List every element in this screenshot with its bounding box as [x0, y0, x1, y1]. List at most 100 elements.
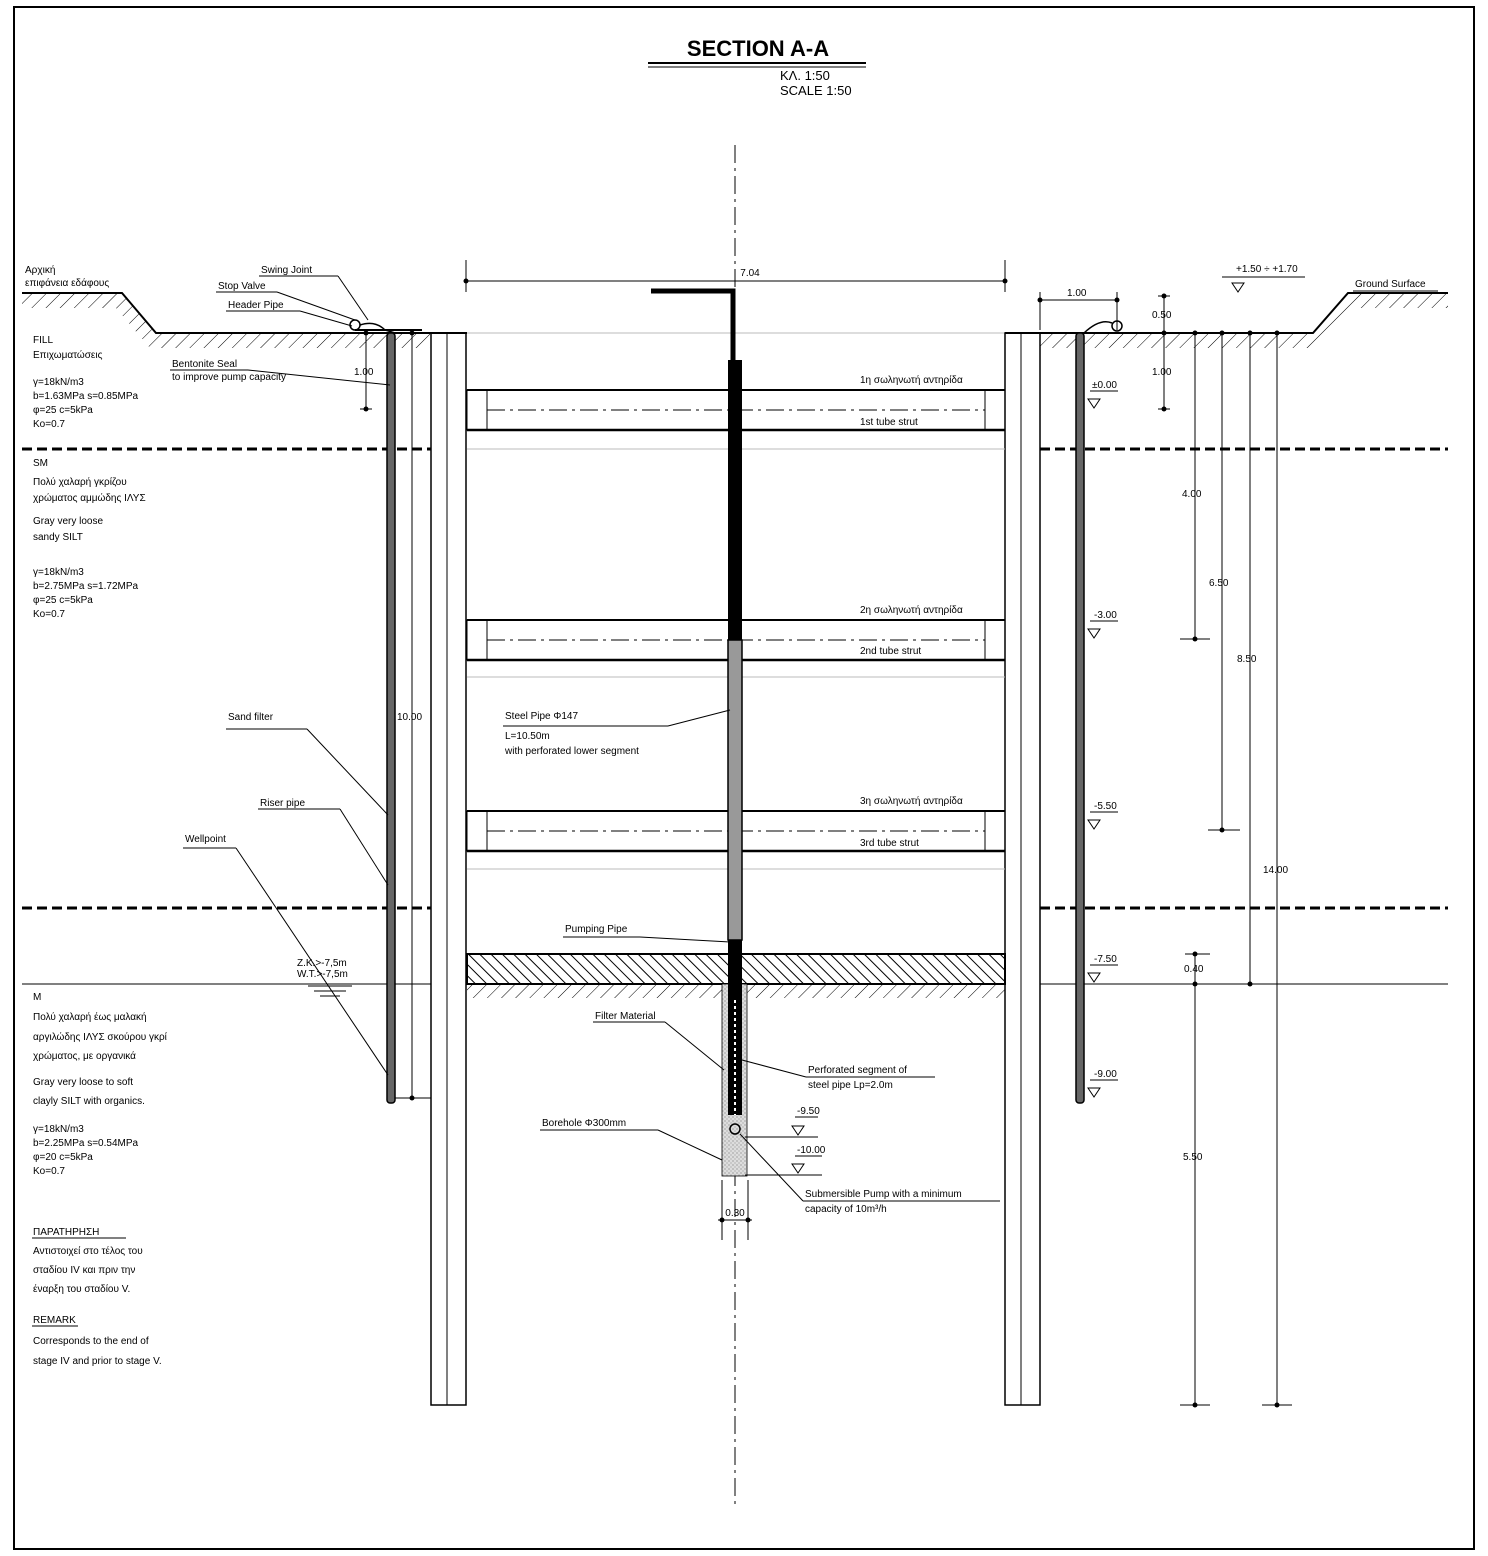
layer-fill-description: FILL Επιχωματώσεις γ=18kN/m3 b=1.63MPa s…	[33, 335, 139, 430]
remarks-block: ΠΑΡΑΤΗΡΗΣΗ Αντιστοιχεί στο τέλος του στα…	[32, 1227, 162, 1367]
svg-text:b=1.63MPa s=0.85MPa: b=1.63MPa s=0.85MPa	[33, 391, 139, 402]
left-wall	[430, 332, 467, 1406]
dim-5-50	[1180, 984, 1210, 1408]
original-ground-label-2: επιφάνεια εδάφους	[25, 277, 109, 289]
level-marker-icon	[791, 1163, 805, 1174]
level-marker-icon	[1087, 398, 1101, 409]
svg-text:φ=25 c=5kPa: φ=25 c=5kPa	[33, 595, 93, 606]
svg-text:Corresponds to the end of: Corresponds to the end of	[33, 1336, 149, 1347]
level-0-00: ±0.00	[1092, 380, 1117, 391]
level-minus-3-00: -3.00	[1094, 610, 1117, 621]
level-marker-icon	[1231, 282, 1245, 293]
svg-text:14.00: 14.00	[1263, 865, 1288, 876]
svg-text:5.50: 5.50	[1183, 1152, 1203, 1163]
header-pipe-label: Header Pipe	[228, 300, 284, 311]
excavation-width-dim: 7.04	[740, 268, 760, 279]
pipe-length-label: L=10.50m	[505, 731, 550, 742]
svg-text:0.50: 0.50	[1152, 310, 1172, 321]
swing-joint-label: Swing Joint	[261, 265, 312, 276]
ground-left	[22, 292, 467, 348]
svg-text:σταδίου IV και πριν την: σταδίου IV και πριν την	[33, 1264, 135, 1276]
bentonite-seal-label: Bentonite Seal	[172, 359, 237, 370]
level-minus-9-50: -9.50	[797, 1106, 820, 1117]
pipe-perforated-note: with perforated lower segment	[504, 746, 639, 757]
wellpoint-depth-dim: 10.00	[397, 712, 422, 723]
ground-elevation-label: +1.50 ÷ +1.70	[1236, 264, 1298, 275]
pumping-pipe-label: Pumping Pipe	[565, 924, 628, 935]
svg-text:sandy SILT: sandy SILT	[33, 532, 83, 543]
sheet-border	[13, 6, 1475, 1550]
svg-text:Πολύ χαλαρή έως μαλακή: Πολύ χαλαρή έως μαλακή	[33, 1011, 147, 1023]
perforated-segment-label: Perforated segment of	[808, 1065, 907, 1076]
svg-text:4.00: 4.00	[1182, 489, 1202, 500]
steel-pipe-perforated	[728, 940, 742, 1115]
svg-text:b=2.25MPa s=0.54MPa: b=2.25MPa s=0.54MPa	[33, 1138, 139, 1149]
level-marker-icon	[791, 1125, 805, 1136]
bentonite-seal-label-2: to improve pump capacity	[172, 372, 286, 383]
svg-text:clayly SILT with organics.: clayly SILT with organics.	[33, 1096, 145, 1107]
steel-pipe-lower	[727, 639, 743, 941]
svg-text:SM: SM	[33, 458, 48, 469]
svg-text:αργιλώδης ΙΛΥΣ σκούρου γκρί: αργιλώδης ΙΛΥΣ σκούρου γκρί	[33, 1031, 168, 1043]
level-minus-5-50: -5.50	[1094, 801, 1117, 812]
steel-pipe-upper	[728, 360, 742, 640]
svg-text:M: M	[33, 992, 41, 1003]
svg-text:0.40: 0.40	[1184, 964, 1204, 975]
svg-text:Gray very loose to soft: Gray very loose to soft	[33, 1077, 133, 1088]
right-wall	[1004, 332, 1041, 1406]
riser-pipe-label: Riser pipe	[260, 798, 305, 809]
discharge-pipe	[651, 288, 736, 360]
scale-greek: ΚΛ. 1:50	[780, 68, 830, 83]
sand-filter-label: Sand filter	[228, 712, 274, 723]
svg-text:Gray very loose: Gray very loose	[33, 516, 103, 527]
strut-2-label-en: 2nd tube strut	[860, 646, 921, 657]
zk-label: Z.K.>-7,5m	[297, 958, 347, 969]
left-wellpoint	[349, 319, 422, 1104]
svg-text:χρώματος αμμώδης ΙΛΥΣ: χρώματος αμμώδης ΙΛΥΣ	[33, 492, 146, 504]
borehole-width-dim: 0.30	[725, 1208, 745, 1219]
wellpoint-offset-dim: 1.00	[1067, 288, 1087, 299]
ground-surface-label: Ground Surface	[1355, 279, 1426, 290]
pump-label: Submersible Pump with a minimum	[805, 1189, 962, 1200]
svg-text:Αντιστοιχεί στο τέλος του: Αντιστοιχεί στο τέλος του	[33, 1245, 143, 1257]
svg-text:γ=18kN/m3: γ=18kN/m3	[33, 1124, 84, 1135]
svg-text:stage IV and prior to stage V.: stage IV and prior to stage V.	[33, 1356, 162, 1367]
svg-text:Πολύ χαλαρή γκρίζου: Πολύ χαλαρή γκρίζου	[33, 476, 127, 488]
svg-text:FILL: FILL	[33, 335, 53, 346]
level-marker-icon	[1087, 819, 1101, 830]
level-marker-icon	[1087, 1087, 1101, 1098]
borehole-label: Borehole Φ300mm	[542, 1118, 626, 1129]
level-minus-7-50: -7.50	[1094, 954, 1117, 965]
dim-14-00	[1262, 330, 1292, 1408]
remark-title-gr: ΠΑΡΑΤΗΡΗΣΗ	[33, 1227, 99, 1238]
ground-right	[1005, 292, 1448, 348]
level-minus-10-00: -10.00	[797, 1145, 826, 1156]
right-wellpoint	[1075, 320, 1123, 1104]
dim-4-00	[1180, 330, 1210, 642]
scale-english: SCALE 1:50	[780, 83, 852, 98]
layer-m-description: M Πολύ χαλαρή έως μαλακή αργιλώδης ΙΛΥΣ …	[33, 992, 168, 1177]
strut-1-label-en: 1st tube strut	[860, 417, 918, 428]
dim-8-50	[1247, 330, 1253, 987]
svg-text:Ko=0.7: Ko=0.7	[33, 419, 65, 430]
stop-valve-label: Stop Valve	[218, 281, 266, 292]
strut-2-label-gr: 2η σωληνωτή αντηρίδα	[860, 604, 963, 616]
steel-pipe-label: Steel Pipe Φ147	[505, 711, 578, 722]
drawing-title: SECTION A-A	[687, 36, 829, 61]
strut-3-label-en: 3rd tube strut	[860, 838, 919, 849]
dim-6-50	[1208, 330, 1240, 833]
svg-text:1.00: 1.00	[1152, 367, 1172, 378]
submersible-pump	[729, 1123, 741, 1135]
layer-sm-description: SM Πολύ χαλαρή γκρίζου χρώματος αμμώδης …	[33, 458, 146, 620]
water-table-icon	[308, 985, 352, 997]
filter-material-label: Filter Material	[595, 1011, 656, 1022]
svg-text:8.50: 8.50	[1237, 654, 1257, 665]
svg-text:Ko=0.7: Ko=0.7	[33, 1166, 65, 1177]
original-ground-label-1: Αρχική	[25, 264, 55, 276]
svg-text:γ=18kN/m3: γ=18kN/m3	[33, 567, 84, 578]
seal-depth-dim: 1.00	[354, 367, 374, 378]
svg-text:Επιχωματώσεις: Επιχωματώσεις	[33, 349, 103, 361]
strut-1-label-gr: 1η σωληνωτή αντηρίδα	[860, 374, 963, 386]
svg-text:b=2.75MPa s=1.72MPa: b=2.75MPa s=1.72MPa	[33, 581, 139, 592]
